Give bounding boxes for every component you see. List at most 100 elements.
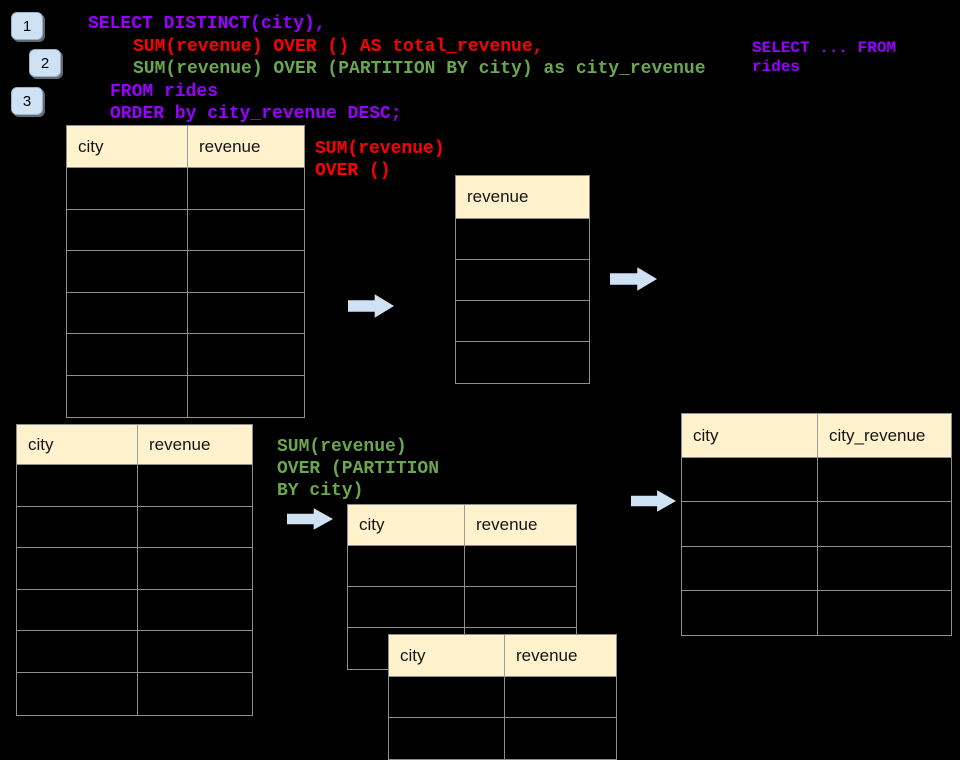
table-row <box>389 677 616 718</box>
column-header-city-revenue: city_revenue <box>817 414 951 457</box>
table-cell-empty <box>504 677 616 717</box>
sql-line-sum-total: SUM(revenue) OVER () AS total_revenue, <box>133 37 544 57</box>
table-partition-group2: city revenue <box>388 634 617 760</box>
table-body <box>67 168 304 417</box>
table-cell-empty <box>682 502 817 545</box>
table-header-row: city revenue <box>67 126 304 168</box>
table-cell-empty <box>67 168 187 209</box>
table-cell-empty <box>817 502 951 546</box>
table-row <box>456 342 589 383</box>
table-cell-empty <box>17 673 137 715</box>
sql-line-from: FROM rides <box>110 82 219 102</box>
table-row <box>17 672 252 715</box>
column-header-city: city <box>400 645 426 665</box>
table-total-result: revenue <box>455 175 590 384</box>
arrow-right-icon <box>287 508 333 530</box>
arrow-right-icon <box>348 294 394 318</box>
side-note-line1: SELECT ... FROM <box>752 39 897 57</box>
table-cell-empty <box>137 631 252 672</box>
table-cell-empty <box>682 458 817 501</box>
table-header-row: city city_revenue <box>682 414 951 458</box>
table-cell-empty <box>67 293 187 334</box>
table-row <box>17 465 252 507</box>
step-badge-1: 1 <box>11 12 43 40</box>
sql-line-select: SELECT DISTINCT(city), <box>88 14 326 34</box>
table-cell-empty <box>456 219 589 259</box>
table-cell-empty <box>456 260 589 300</box>
table-row <box>682 590 951 636</box>
table-cell-empty <box>67 251 187 292</box>
column-header-revenue: revenue <box>467 187 529 206</box>
table-row <box>67 334 304 376</box>
table-cell-empty <box>137 672 252 715</box>
sql-line-sum-partition: SUM(revenue) OVER (PARTITION BY city) as… <box>133 59 706 79</box>
table-row <box>17 631 252 673</box>
table-body <box>682 458 951 636</box>
table-cell-empty <box>17 507 137 548</box>
table-body <box>17 465 252 715</box>
table-row <box>682 458 951 503</box>
table-cell-empty <box>187 334 304 375</box>
table-row <box>682 546 951 591</box>
step-badge-3: 3 <box>11 87 43 115</box>
table-cell-empty <box>187 209 304 250</box>
column-header-revenue: revenue <box>187 126 304 167</box>
table-cell-empty <box>389 677 504 717</box>
table-partition-group1: city revenue <box>347 504 577 670</box>
table-cell-empty <box>187 375 304 417</box>
side-note-line2: rides <box>752 58 801 76</box>
table-source-top: city revenue <box>66 125 305 418</box>
column-header-city: city <box>78 136 104 156</box>
table-row <box>682 502 951 547</box>
table-row <box>456 260 589 301</box>
table-cell-empty <box>682 547 817 590</box>
table-header-row: city revenue <box>17 425 252 465</box>
table-body <box>456 219 589 383</box>
column-header-revenue: revenue <box>137 425 252 464</box>
table-cell-empty <box>187 251 304 292</box>
arrow-right-icon <box>631 490 676 512</box>
table-cell-empty <box>67 334 187 375</box>
table-cell-empty <box>17 465 137 506</box>
table-cell-empty <box>817 546 951 590</box>
annotation-total-line2: OVER () <box>315 161 391 181</box>
annotation-total-line1: SUM(revenue) <box>315 139 445 159</box>
arrow-right-icon <box>610 267 657 291</box>
column-header-revenue: revenue <box>464 505 576 545</box>
column-header-revenue: revenue <box>504 635 616 676</box>
table-header-row: revenue <box>456 176 589 219</box>
column-header-city: city <box>359 515 385 534</box>
table-row <box>67 375 304 417</box>
table-source-bottom: city revenue <box>16 424 253 716</box>
table-row <box>17 506 252 549</box>
table-row <box>67 251 304 293</box>
annotation-partition-line2: OVER (PARTITION <box>277 459 440 479</box>
table-cell-empty <box>464 587 576 627</box>
table-cell-empty <box>137 589 252 631</box>
table-cell-empty <box>456 301 589 341</box>
table-row <box>67 168 304 210</box>
column-header-city: city <box>693 425 719 445</box>
table-row <box>348 587 576 628</box>
table-cell-empty <box>17 631 137 672</box>
table-cell-empty <box>187 168 304 209</box>
table-cell-empty <box>456 342 589 383</box>
table-cell-empty <box>137 465 252 506</box>
table-cell-empty <box>504 718 616 759</box>
annotation-partition-line3: BY city) <box>277 481 364 501</box>
sql-line-order-by: ORDER by city_revenue DESC; <box>110 104 402 124</box>
table-row <box>17 589 252 632</box>
table-header-row: city revenue <box>389 635 616 677</box>
table-cell-empty <box>817 458 951 502</box>
table-cell-empty <box>137 548 252 589</box>
table-cell-empty <box>348 546 464 586</box>
table-body <box>389 677 616 759</box>
table-cell-empty <box>348 587 464 627</box>
table-row <box>67 292 304 334</box>
table-cell-empty <box>389 718 504 759</box>
table-row <box>456 301 589 342</box>
table-cell-empty <box>17 590 137 631</box>
table-cell-empty <box>817 590 951 636</box>
table-row <box>17 548 252 590</box>
table-header-row: city revenue <box>348 505 576 546</box>
